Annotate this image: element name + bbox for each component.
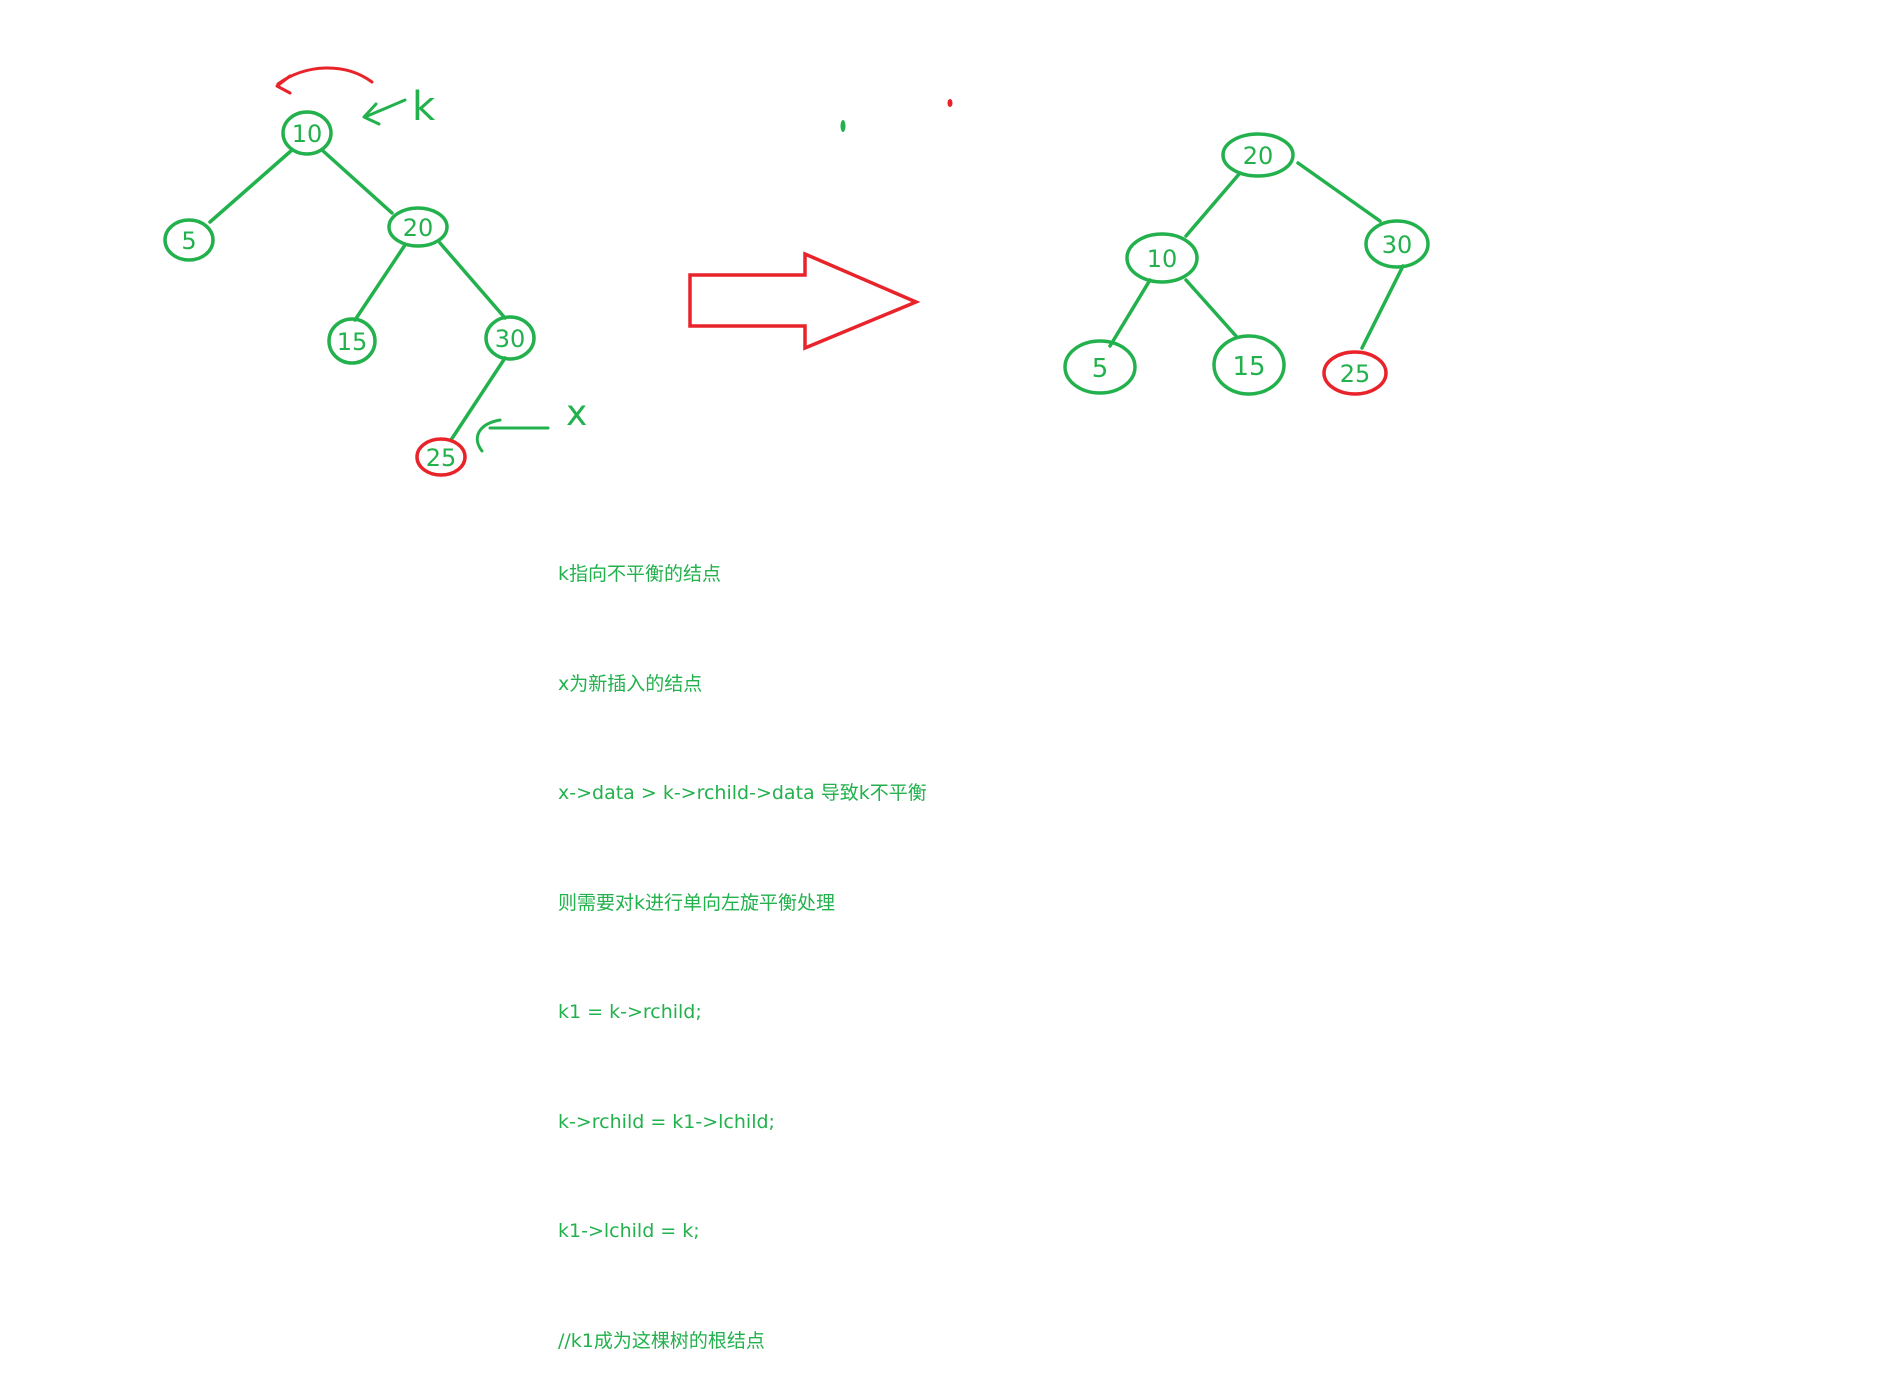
rotation-arrow bbox=[275, 66, 374, 95]
tree-node-10: 10 bbox=[1125, 232, 1199, 284]
after-tree-edges bbox=[1108, 161, 1405, 350]
pointer-k-label: k bbox=[412, 84, 436, 130]
tree-node-10: 10 bbox=[281, 110, 333, 156]
note-line-6: k->rchild = k1->lchild; bbox=[558, 1110, 775, 1133]
after-tree-nodes: 20 10 30 5 15 25 bbox=[1063, 132, 1430, 396]
node-label-15: 15 bbox=[337, 328, 368, 356]
edge-10-5 bbox=[1108, 278, 1152, 348]
explanation-notes: k指向不平衡的结点 x为新插入的结点 x->data > k->rchild->… bbox=[558, 483, 927, 1396]
edge-10-20 bbox=[320, 148, 394, 215]
before-tree-nodes: 10 5 20 15 30 25 bbox=[163, 110, 536, 477]
tree-node-15: 15 bbox=[327, 317, 377, 365]
tree-node-25-new: 25 bbox=[415, 437, 467, 477]
node-label-5: 5 bbox=[181, 227, 196, 255]
node-label-25: 25 bbox=[1340, 360, 1371, 388]
pointer-x: x bbox=[476, 393, 587, 453]
tree-node-5: 5 bbox=[1063, 339, 1137, 395]
node-label-20: 20 bbox=[403, 214, 434, 242]
note-line-5: k1 = k->rchild; bbox=[558, 1001, 702, 1023]
node-label-10: 10 bbox=[1147, 245, 1178, 273]
stray-dot-green bbox=[840, 120, 846, 132]
edge-10-15 bbox=[1184, 278, 1238, 338]
note-line-4: 则需要对k进行单向左旋平衡处理 bbox=[558, 891, 836, 914]
edge-20-10 bbox=[1184, 171, 1242, 238]
edge-20-30 bbox=[438, 241, 507, 320]
note-line-8: //k1成为这棵树的根结点 bbox=[558, 1329, 765, 1352]
node-label-15: 15 bbox=[1232, 352, 1265, 382]
stray-dot-red bbox=[947, 99, 953, 107]
note-line-1: k指向不平衡的结点 bbox=[558, 563, 722, 585]
tree-node-20: 20 bbox=[387, 206, 449, 248]
pointer-k-arrow bbox=[362, 98, 407, 126]
pointer-k: k bbox=[362, 84, 436, 130]
node-label-10: 10 bbox=[292, 120, 323, 148]
note-line-3: x->data > k->rchild->data 导致k不平衡 bbox=[558, 782, 927, 804]
edge-30-25 bbox=[1360, 264, 1405, 350]
pointer-x-arrow bbox=[476, 418, 550, 453]
tree-node-15: 15 bbox=[1212, 334, 1286, 396]
edge-20-30 bbox=[1296, 161, 1382, 223]
node-label-25: 25 bbox=[426, 444, 457, 472]
before-tree-edges bbox=[208, 148, 507, 442]
tree-node-25-new: 25 bbox=[1322, 350, 1388, 396]
edge-20-15 bbox=[353, 243, 407, 322]
pointer-x-label: x bbox=[566, 393, 587, 434]
tree-node-30: 30 bbox=[1364, 219, 1430, 269]
tree-node-30: 30 bbox=[484, 315, 536, 361]
edge-30-25 bbox=[449, 356, 507, 442]
tree-node-5: 5 bbox=[163, 218, 215, 262]
node-label-20: 20 bbox=[1243, 142, 1274, 170]
node-label-30: 30 bbox=[1382, 231, 1413, 259]
edge-10-5 bbox=[208, 148, 294, 224]
diagram-canvas: 10 5 20 15 30 25 k bbox=[163, 66, 1430, 477]
tree-node-20-root: 20 bbox=[1221, 132, 1295, 178]
note-line-7: k1->lchild = k; bbox=[558, 1220, 700, 1242]
note-line-2: x为新插入的结点 bbox=[558, 672, 703, 695]
node-label-30: 30 bbox=[495, 325, 526, 353]
transform-arrow bbox=[688, 251, 921, 351]
node-label-5: 5 bbox=[1092, 354, 1109, 384]
